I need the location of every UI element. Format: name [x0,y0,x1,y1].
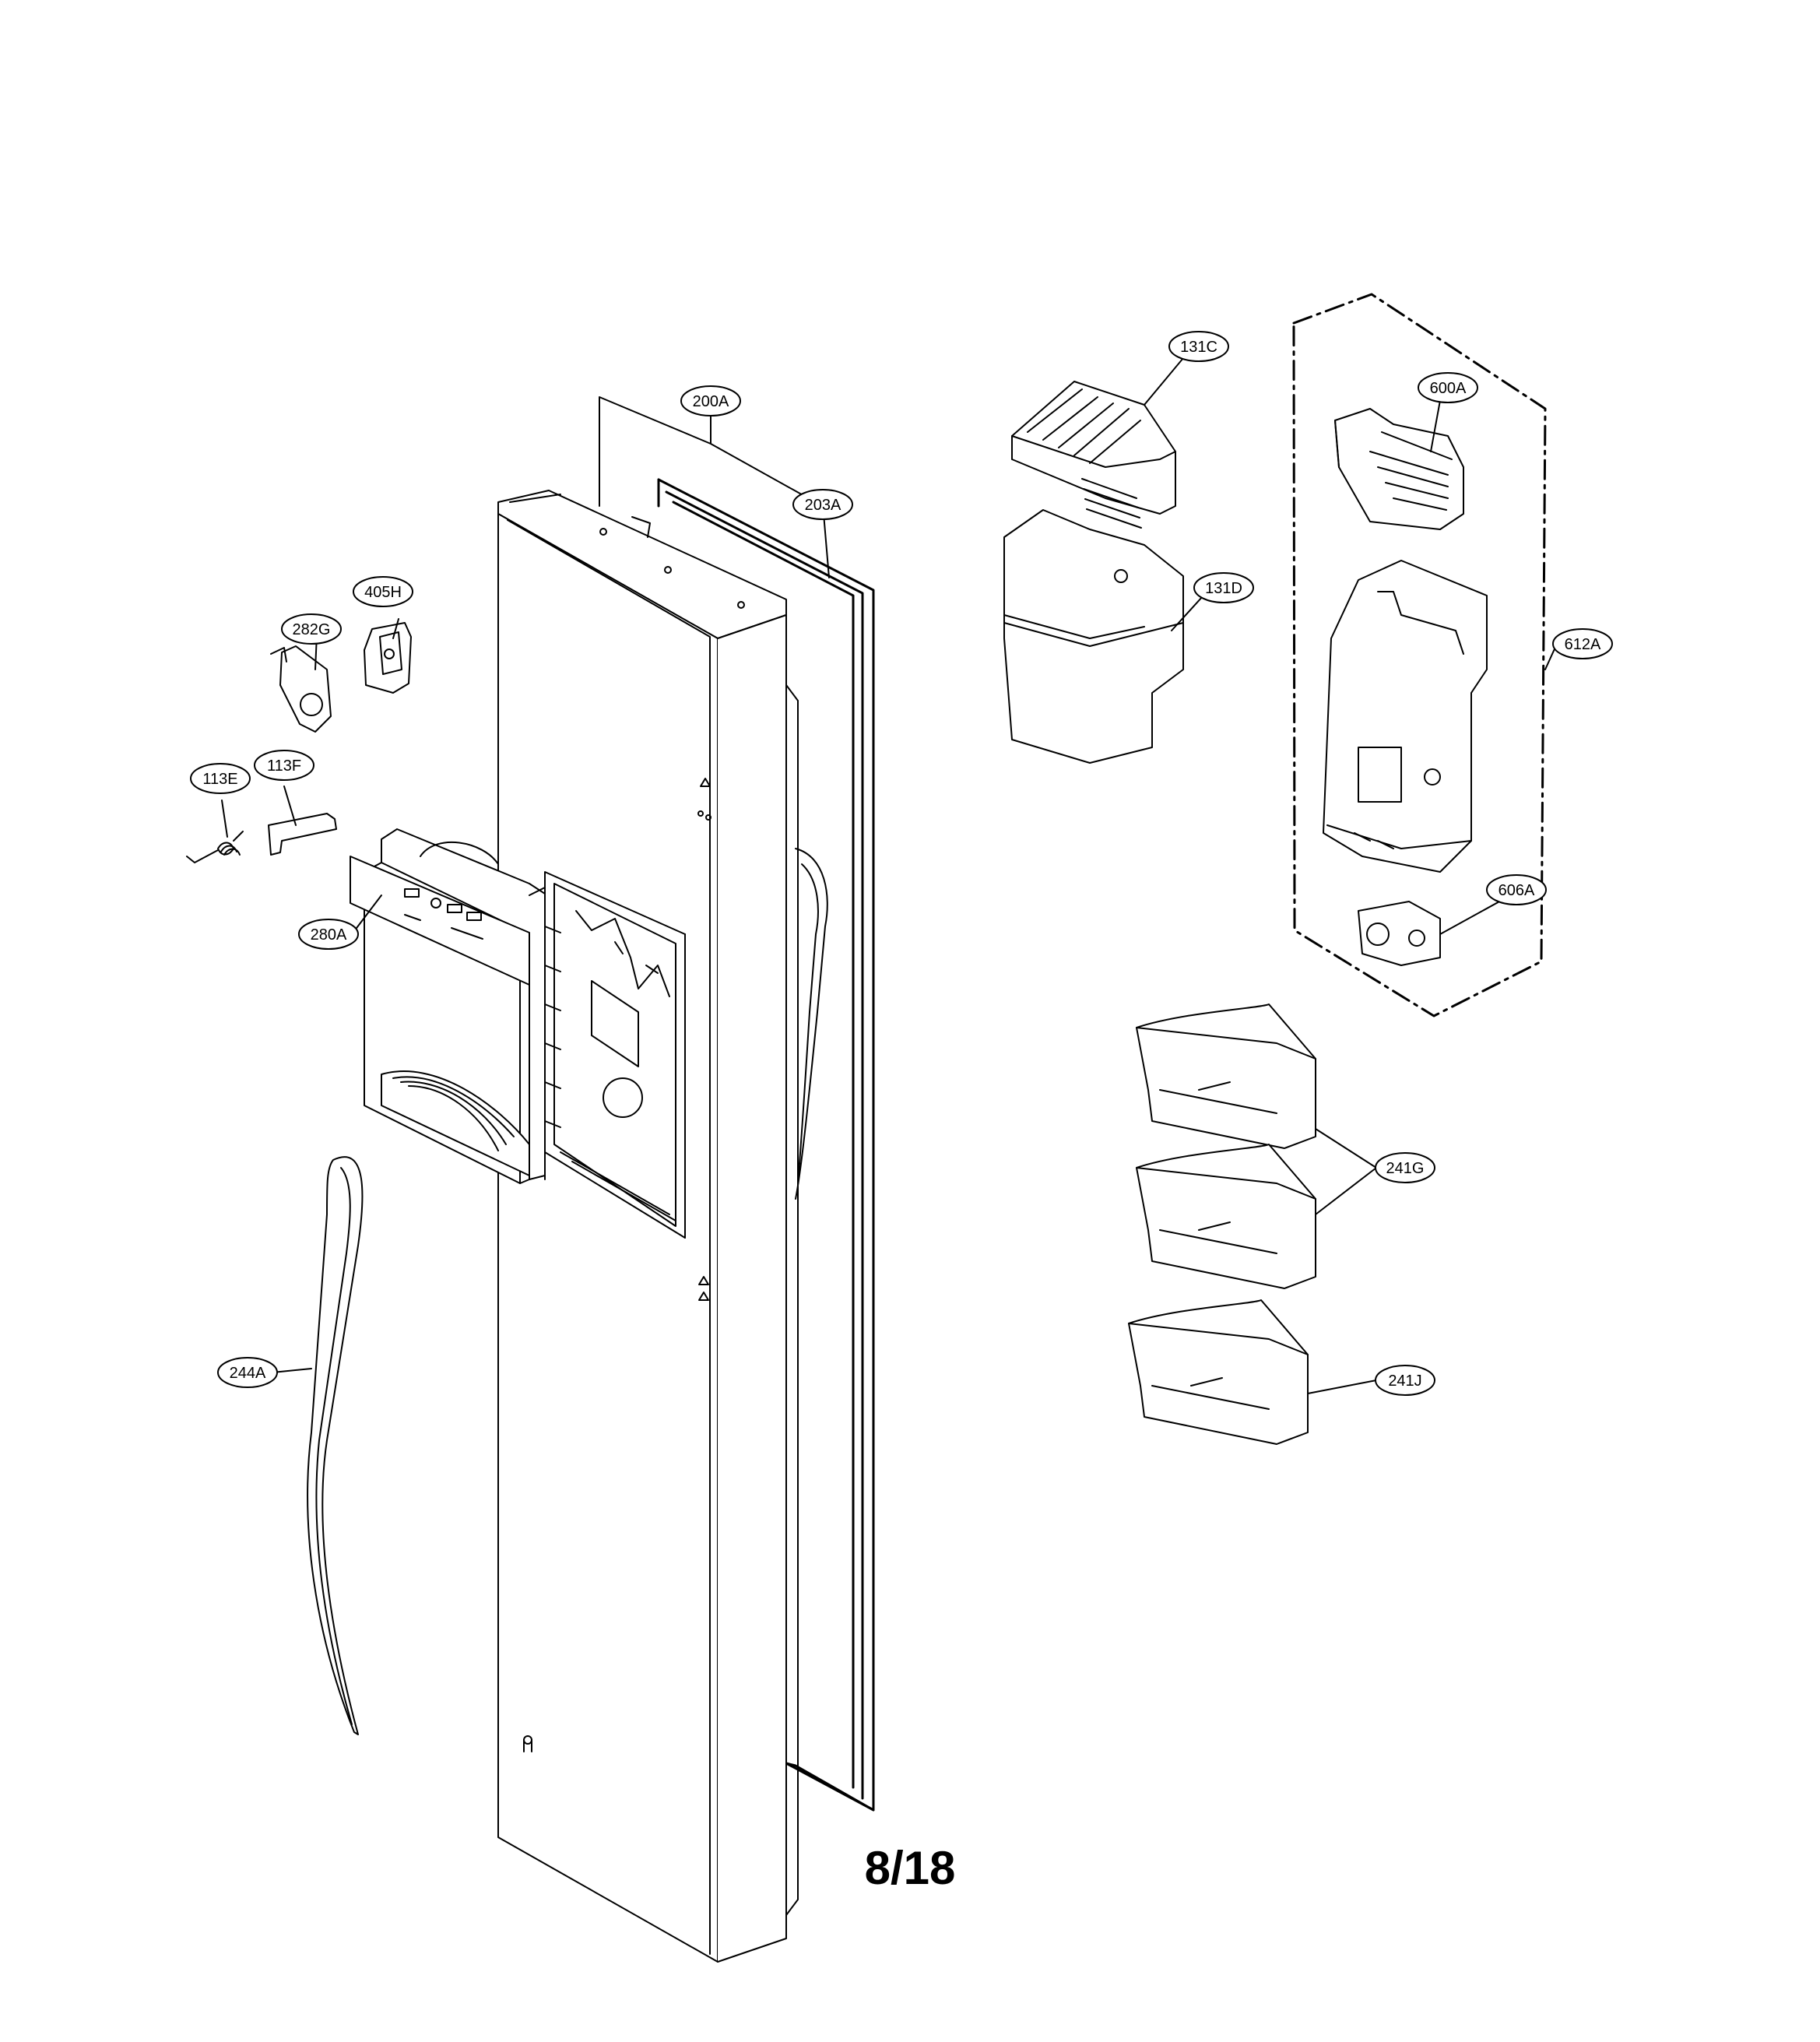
callout-text: 200A [693,393,729,410]
icemaker-enclosure-612a [1292,293,1547,1017]
callout-612a: 612A [1552,628,1613,659]
callout-113e: 113E [190,763,251,794]
callout-606a: 606A [1486,874,1547,905]
callout-600a: 600A [1418,372,1478,403]
callout-text: 606A [1499,882,1535,899]
callout-text: 282G [293,621,331,638]
bracket-113f [268,813,337,856]
callout-280a: 280A [298,919,359,950]
door-handle-244a [307,1156,364,1735]
door-gasket-203a [657,478,875,1812]
callout-text: 612A [1565,636,1601,653]
callout-text: 600A [1430,380,1467,397]
part-282g [270,645,332,733]
callout-241g: 241G [1375,1152,1435,1183]
callout-text: 405H [364,584,402,601]
callout-131d: 131D [1193,572,1254,603]
icemaker-600a [1334,408,1464,530]
callout-241j: 241J [1375,1365,1435,1396]
callout-text: 241G [1386,1160,1425,1177]
callout-131c: 131C [1168,331,1229,362]
dispenser-cover-280a [350,828,561,1184]
callout-text: 113E [202,771,237,788]
ice-bin-131d [1003,509,1184,764]
callout-text: 113F [267,757,301,775]
callout-text: 280A [311,926,347,944]
door-bin-241j [1128,1299,1309,1445]
callout-text: 203A [805,497,841,514]
door-bin-241g-upper [1136,1003,1316,1149]
callout-282g: 282G [281,613,342,645]
callout-text: 244A [230,1365,266,1382]
spring-113e [186,831,244,863]
callout-113f: 113F [254,750,314,781]
callout-text: 131C [1180,339,1217,356]
door-bin-241g-lower [1136,1144,1316,1289]
motor-606a [1358,901,1441,966]
icemaker-housing [1323,560,1488,873]
callout-text: 241J [1388,1372,1421,1390]
callout-text: 131D [1205,580,1242,597]
part-405h [364,622,412,694]
freezer-door-200a [497,490,828,1963]
page-number: 8/18 [864,1842,956,1894]
callout-200a: 200A [680,385,741,416]
leader-lines [221,348,1558,1394]
callout-203a: 203A [792,489,853,520]
ice-bin-cover-131c [1011,381,1176,529]
callout-405h: 405H [353,576,413,607]
callout-244a: 244A [217,1357,278,1388]
